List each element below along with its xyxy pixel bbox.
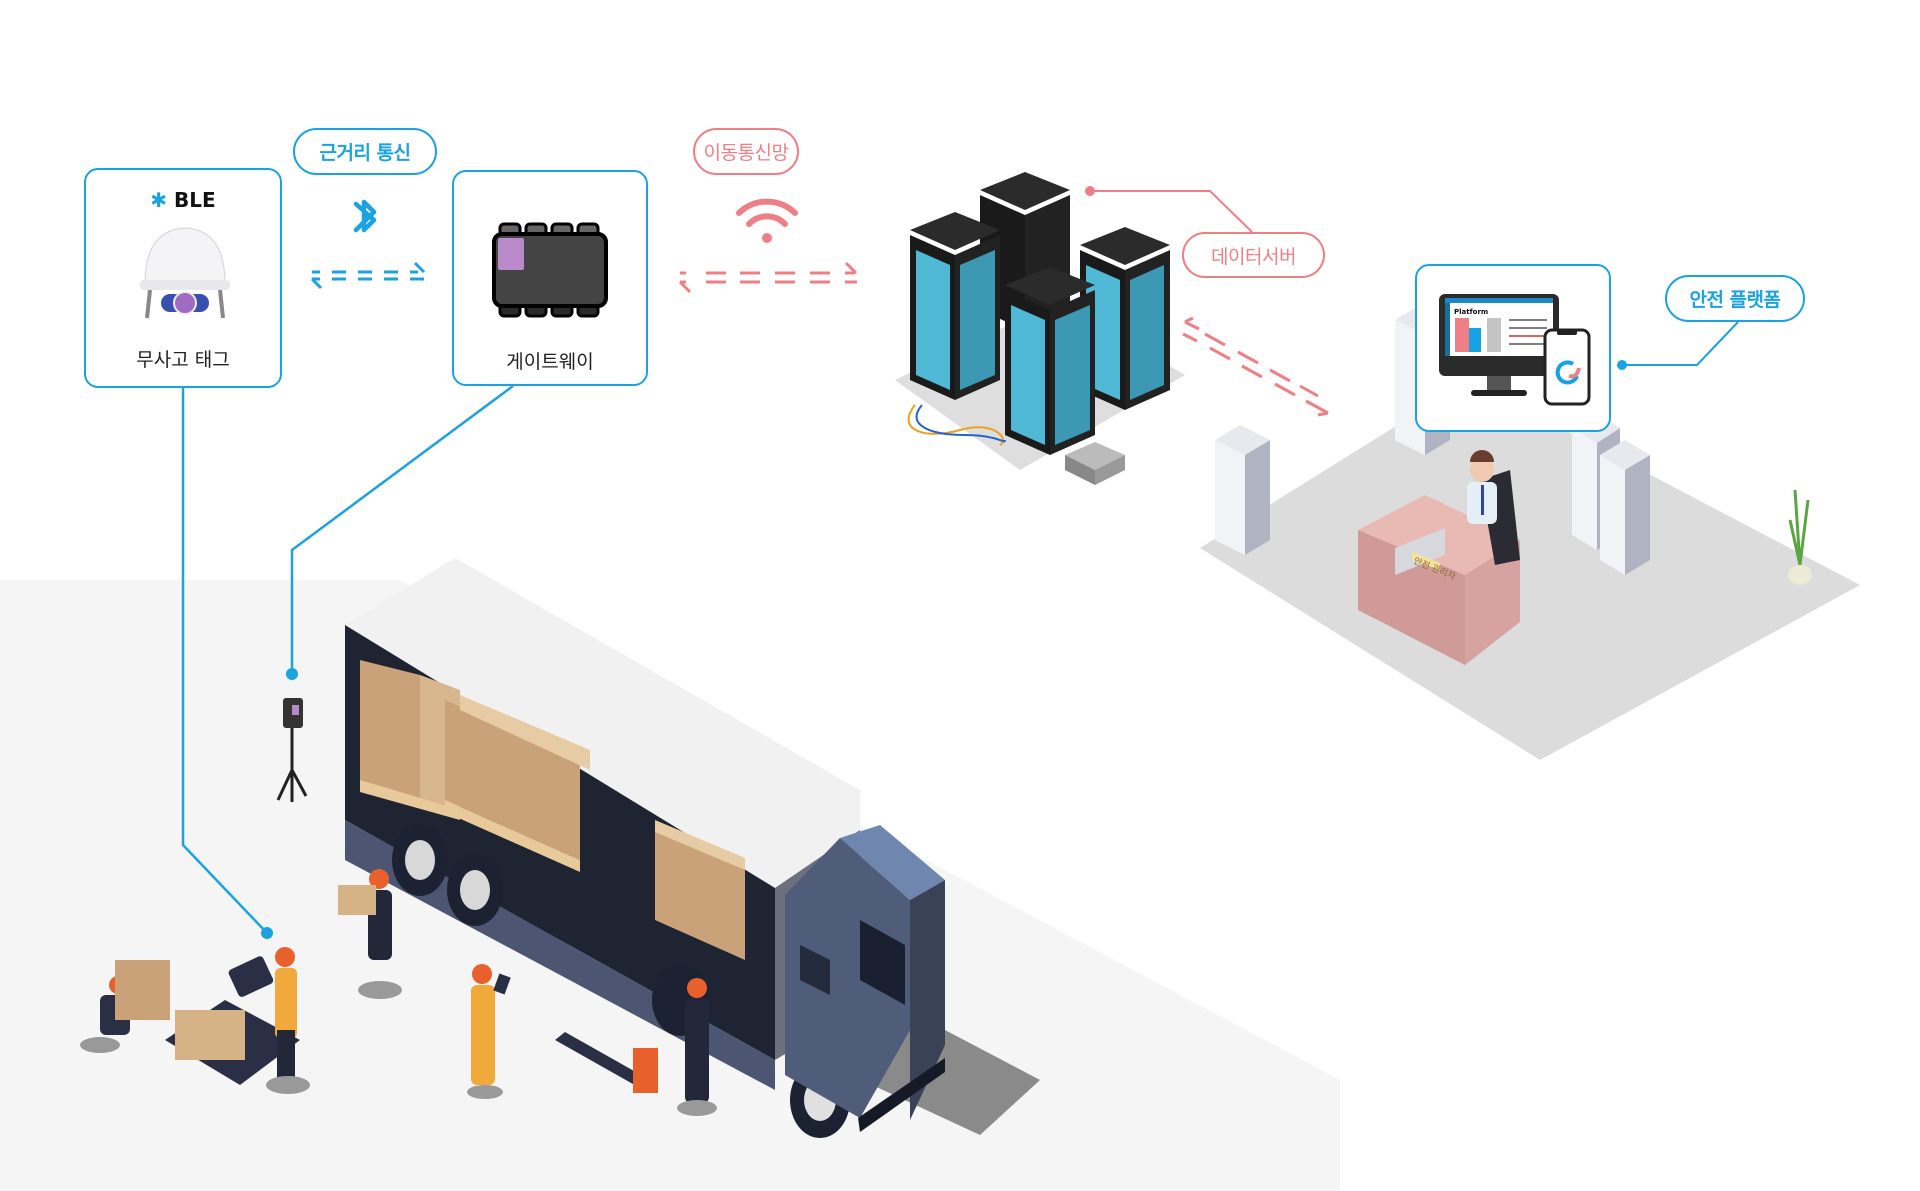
data-server-pill: 데이터서버 (1182, 232, 1325, 278)
platform-screen-title: Platform (1454, 308, 1488, 316)
server-office-arrows (1182, 316, 1329, 417)
ble-label: BLE (174, 188, 216, 212)
filing-cabinet (1215, 425, 1270, 555)
gateway-label: 게이트웨이 (506, 351, 594, 373)
gateway-device-icon (492, 222, 608, 318)
gateway-card: 게이트웨이 (452, 170, 648, 386)
worker-scale (165, 947, 310, 1094)
desk: 안전 관리자 (1358, 495, 1520, 665)
ble-heading: ✱ BLE (86, 188, 280, 212)
bluetooth-icon (353, 199, 377, 233)
helmet-icon (140, 227, 230, 319)
safety-platform-pill: 안전 플랫폼 (1665, 275, 1805, 322)
plant (1788, 489, 1812, 585)
office-manager (1467, 450, 1520, 565)
wifi-icon (736, 198, 798, 243)
trailer-roof (345, 558, 860, 888)
bluetooth-icon: ✱ (150, 188, 168, 212)
short-range-arrows (310, 261, 426, 290)
mobile-network-arrows (678, 261, 858, 294)
tag-card: ✱ BLE 무사고 태그 (84, 168, 282, 388)
truck-cab (785, 825, 945, 1132)
server-rack (910, 212, 1000, 400)
worker-crouching (80, 960, 170, 1053)
tag-connector (181, 388, 268, 934)
filing-cabinet (1572, 413, 1650, 575)
platform-card: Platform (1415, 264, 1611, 432)
worker-carrying-box (338, 869, 402, 999)
gateway-connector (290, 384, 514, 674)
worker-tablet (467, 964, 511, 1099)
cargo-boxes (360, 660, 745, 960)
server-connector (1090, 190, 1253, 233)
mobile-network-pill: 이동통신망 (693, 128, 799, 175)
office-floor (1200, 380, 1860, 760)
server-rack (1005, 267, 1095, 455)
network-switch (1065, 442, 1125, 485)
gateway-connector-dot (286, 668, 298, 680)
platform-connector (1622, 321, 1739, 366)
gateway-on-tripod (276, 698, 308, 802)
monitor-icon: Platform (1439, 294, 1591, 406)
worker-pallet-jack (555, 978, 717, 1116)
tag-connector-dot (261, 927, 273, 939)
tag-label: 무사고 태그 (136, 349, 230, 371)
short-range-pill: 근거리 통신 (293, 128, 437, 175)
